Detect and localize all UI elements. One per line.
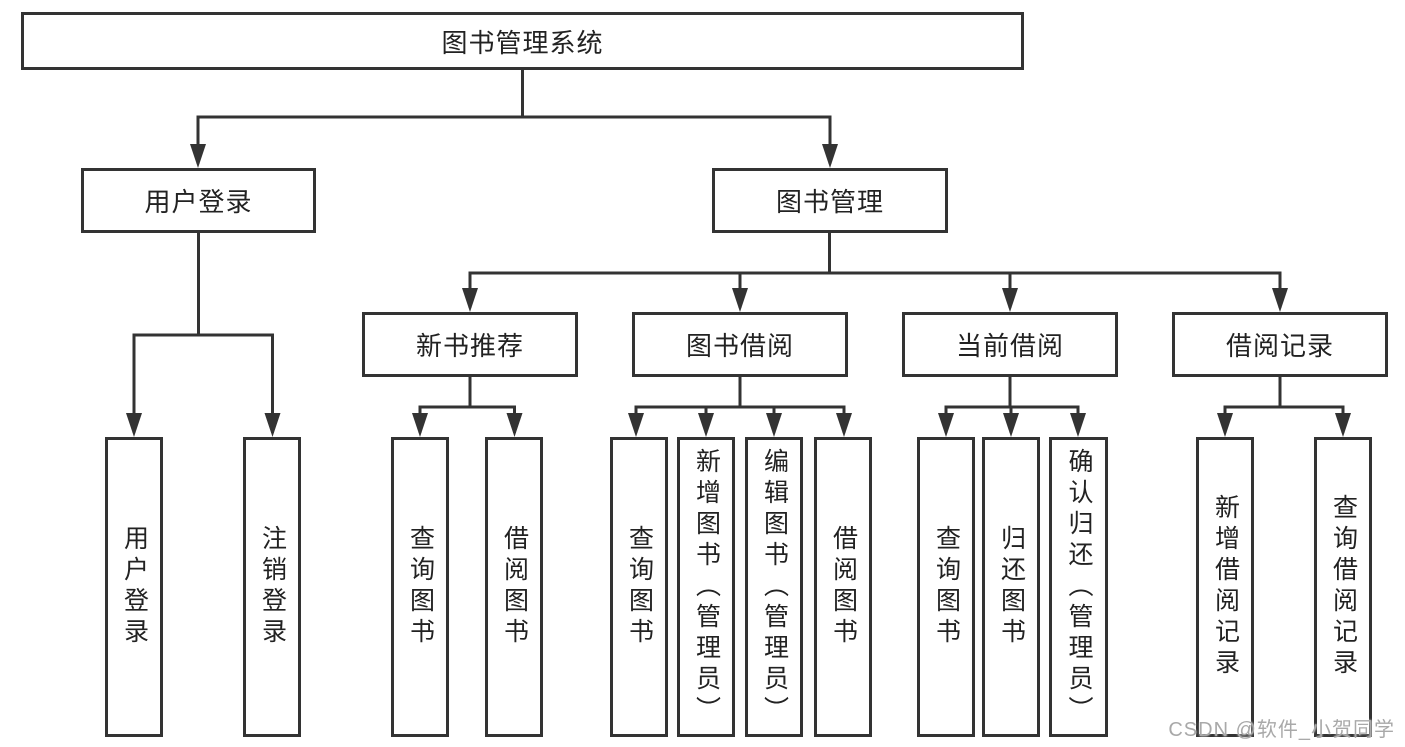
node-new-book-recommend: 新书推荐 bbox=[362, 312, 578, 377]
leaf-query-books-current: 查询图书 bbox=[917, 437, 975, 737]
leaf-query-borrow-record: 查询借阅记录 bbox=[1314, 437, 1372, 737]
csdn-watermark: CSDN @软件_小贺同学 bbox=[1168, 719, 1395, 741]
leaf-query-books-recommend: 查询图书 bbox=[391, 437, 449, 737]
node-book-borrow: 图书借阅 bbox=[632, 312, 848, 377]
leaf-add-borrow-record: 新增借阅记录 bbox=[1196, 437, 1254, 737]
arrowheads bbox=[126, 144, 1351, 437]
node-current-borrow: 当前借阅 bbox=[902, 312, 1118, 377]
leaf-borrow-books-recommend: 借阅图书 bbox=[485, 437, 543, 737]
leaf-confirm-return-admin: 确认归还（管理员） bbox=[1049, 437, 1108, 737]
leaf-add-books-admin: 新增图书（管理员） bbox=[677, 437, 735, 737]
leaf-return-books: 归还图书 bbox=[982, 437, 1040, 737]
node-borrow-records: 借阅记录 bbox=[1172, 312, 1388, 377]
leaf-borrow-books: 借阅图书 bbox=[814, 437, 872, 737]
leaf-user-login: 用户登录 bbox=[105, 437, 163, 737]
node-user-login: 用户登录 bbox=[81, 168, 316, 233]
leaf-logout: 注销登录 bbox=[243, 437, 301, 737]
node-root-system: 图书管理系统 bbox=[21, 12, 1024, 70]
node-book-management: 图书管理 bbox=[712, 168, 948, 233]
leaf-edit-books-admin: 编辑图书（管理员） bbox=[745, 437, 803, 737]
leaf-query-books-borrow: 查询图书 bbox=[610, 437, 668, 737]
